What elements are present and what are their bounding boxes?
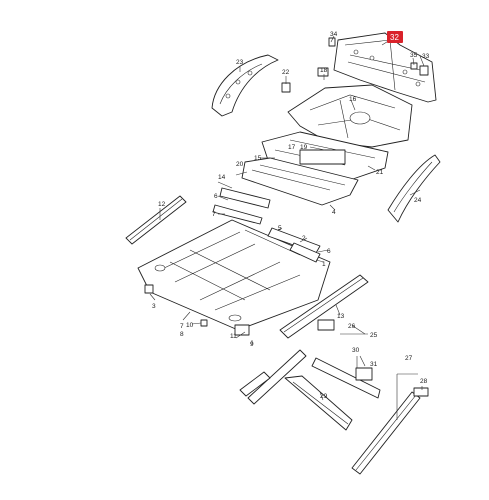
label-5: 5: [278, 225, 282, 232]
part-bracket-22: [281, 82, 291, 93]
label-28: 28: [420, 378, 428, 385]
label-15: 15: [254, 155, 262, 162]
label-10: 10: [186, 322, 194, 329]
part-front-rails: [239, 349, 307, 405]
label-19: 19: [300, 144, 308, 151]
label-33: 33: [422, 53, 430, 60]
highlight-32[interactable]: 32: [387, 31, 403, 43]
label-26: 26: [348, 323, 356, 330]
label-20: 20: [236, 161, 244, 168]
highlight-box: [387, 31, 403, 43]
label-1: 1: [322, 261, 326, 268]
label-25: 25: [370, 332, 378, 339]
part-right-sill: [279, 274, 369, 339]
part-clip-10: [200, 319, 208, 327]
label-34: 34: [330, 31, 338, 38]
label-6b: 6: [327, 248, 331, 255]
label-22: 22: [282, 69, 290, 76]
part-right-member: [387, 154, 441, 223]
label-6: 6: [214, 193, 218, 200]
label-27: 27: [405, 355, 413, 362]
label-35: 35: [410, 52, 418, 59]
label-21: 21: [376, 169, 384, 176]
label-23: 23: [236, 59, 244, 66]
label-31: 31: [370, 361, 378, 368]
part-clip-3: [144, 284, 154, 294]
label-11: 11: [230, 333, 237, 340]
part-rear-floor-pan: [287, 67, 413, 148]
leader-lines: [149, 35, 425, 420]
label-8: 8: [180, 331, 184, 338]
part-rear-rail: [351, 387, 429, 475]
label-7: 7: [212, 211, 216, 218]
part-front-floor: [137, 219, 331, 336]
part-rear-crossmember: [284, 357, 381, 431]
label-18: 18: [320, 67, 328, 74]
label-17: 17: [288, 144, 296, 151]
label-2: 2: [302, 235, 306, 242]
label-29: 29: [320, 393, 328, 400]
label-30: 30: [352, 347, 360, 354]
label-4: 4: [332, 209, 336, 216]
label-7b: 7: [180, 323, 184, 330]
label-12: 12: [158, 201, 166, 208]
label-9: 9: [250, 341, 254, 348]
highlight-label: 32: [390, 33, 399, 42]
part-upper-brackets: [212, 187, 321, 263]
label-16: 16: [349, 96, 357, 103]
part-number-labels: 34 35 33 23 22 18 16 15 17 19 20 21 14 6…: [152, 31, 430, 400]
label-3: 3: [152, 303, 156, 310]
label-14: 14: [218, 174, 226, 181]
label-24: 24: [414, 197, 422, 204]
label-13: 13: [337, 313, 345, 320]
part-left-sill: [125, 195, 187, 245]
part-side-trim: [211, 54, 279, 117]
